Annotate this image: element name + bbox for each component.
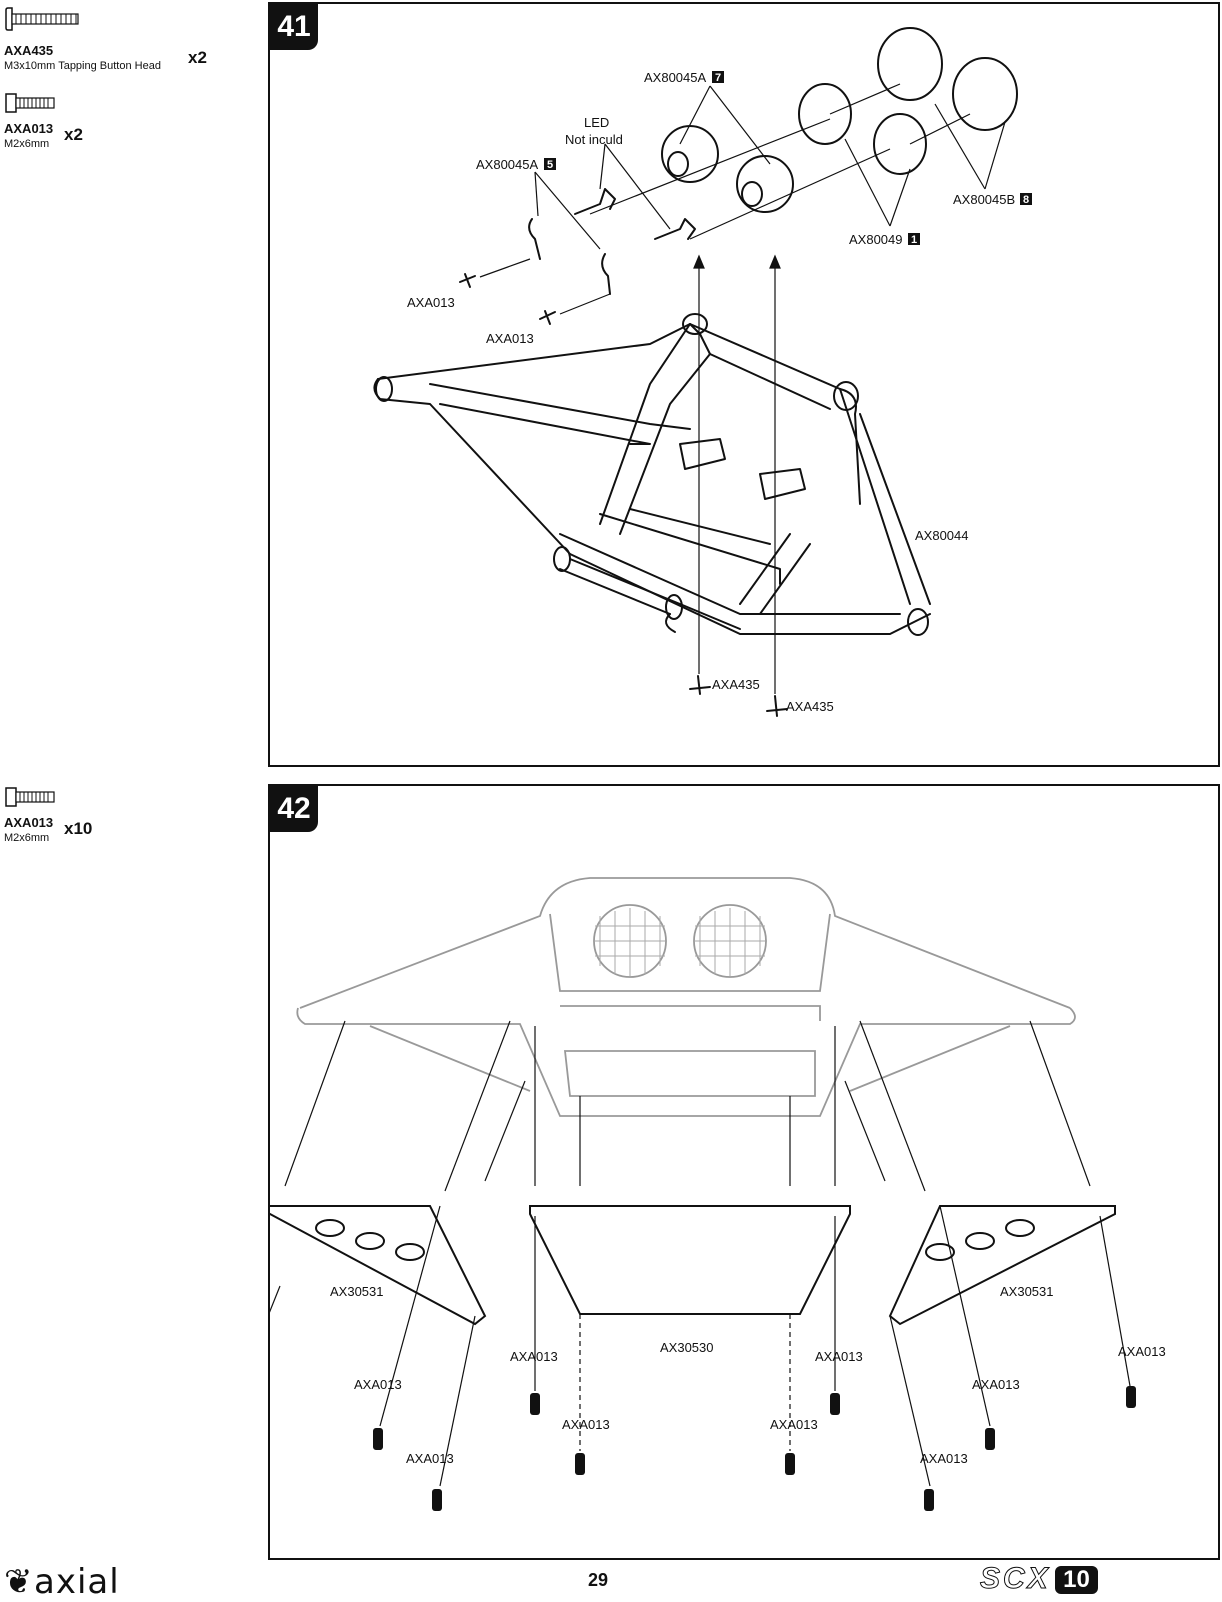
- label-axa013: AXA013: [406, 1451, 454, 1466]
- hardware-desc: M2x6mm: [4, 138, 50, 150]
- label-num-7: 7: [715, 72, 721, 84]
- label-ax80049: AX80049: [849, 232, 903, 247]
- brand-mark-icon: ❦: [4, 1563, 34, 1601]
- step-number: 42: [270, 786, 318, 832]
- label-ax30531-left: AX30531: [330, 1284, 384, 1299]
- hardware-desc: M3x10mm Tapping Button Head: [4, 60, 161, 72]
- hardware-axa013: AXA013 M2x6mm x2: [4, 92, 124, 152]
- label-ax30530: AX30530: [660, 1340, 714, 1355]
- model-number: 10: [1055, 1566, 1098, 1594]
- step-number: 41: [270, 4, 318, 50]
- label-num-5: 5: [547, 159, 553, 171]
- screw-icon: [5, 787, 55, 807]
- label-axa435-1: AXA435: [712, 677, 760, 692]
- label-axa013-1: AXA013: [407, 295, 455, 310]
- scx10-logo: SCX 10: [980, 1562, 1098, 1596]
- hardware-qty: x2: [64, 125, 83, 144]
- model-name: SCX: [980, 1562, 1051, 1596]
- hardware-axa435: AXA435 M3x10mm Tapping Button Head x2: [4, 6, 224, 76]
- screw-icon: [5, 7, 79, 31]
- label-led: LED: [584, 115, 609, 130]
- hardware-desc: M2x6mm: [4, 832, 50, 844]
- hardware-qty: x2: [188, 48, 207, 67]
- hardware-code: AXA435: [4, 43, 54, 58]
- label-axa013: AXA013: [770, 1417, 818, 1432]
- hardware-code: AXA013: [4, 121, 54, 136]
- hardware-axa013-step42: AXA013 M2x6mm x10: [4, 786, 124, 846]
- label-axa013: AXA013: [920, 1451, 968, 1466]
- label-not-included: Not inculd: [565, 132, 623, 147]
- label-axa013: AXA013: [354, 1377, 402, 1392]
- step-41-panel: 41: [268, 2, 1220, 767]
- label-ax80045a-top: AX80045A: [644, 70, 706, 85]
- hardware-qty: x10: [64, 819, 93, 838]
- hardware-code: AXA013: [4, 815, 54, 830]
- label-axa013: AXA013: [972, 1377, 1020, 1392]
- label-axa013: AXA013: [510, 1349, 558, 1364]
- step-42-illustration: AX30531 AX30530 AX30531 AXA013 AXA013 AX…: [270, 877, 1166, 1511]
- step-42-panel: 42: [268, 784, 1220, 1560]
- label-ax80045b: AX80045B: [953, 192, 1015, 207]
- axial-logo: ❦axial: [4, 1562, 120, 1602]
- label-axa013-2: AXA013: [486, 331, 534, 346]
- screw-icon: [5, 93, 55, 113]
- label-axa013: AXA013: [562, 1417, 610, 1432]
- label-ax30531-right: AX30531: [1000, 1284, 1054, 1299]
- step-41-illustration: LED Not inculd AX80045A 7 AX80045A 5 AX8…: [373, 27, 1032, 717]
- label-ax80044: AX80044: [915, 528, 969, 543]
- label-num-1: 1: [911, 234, 917, 246]
- brand-name: axial: [34, 1562, 120, 1602]
- page-number: 29: [588, 1570, 609, 1590]
- label-axa013: AXA013: [1118, 1344, 1166, 1359]
- label-num-8: 8: [1023, 194, 1029, 206]
- label-ax80045a-left: AX80045A: [476, 157, 538, 172]
- label-axa013: AXA013: [815, 1349, 863, 1364]
- label-axa435-2: AXA435: [786, 699, 834, 714]
